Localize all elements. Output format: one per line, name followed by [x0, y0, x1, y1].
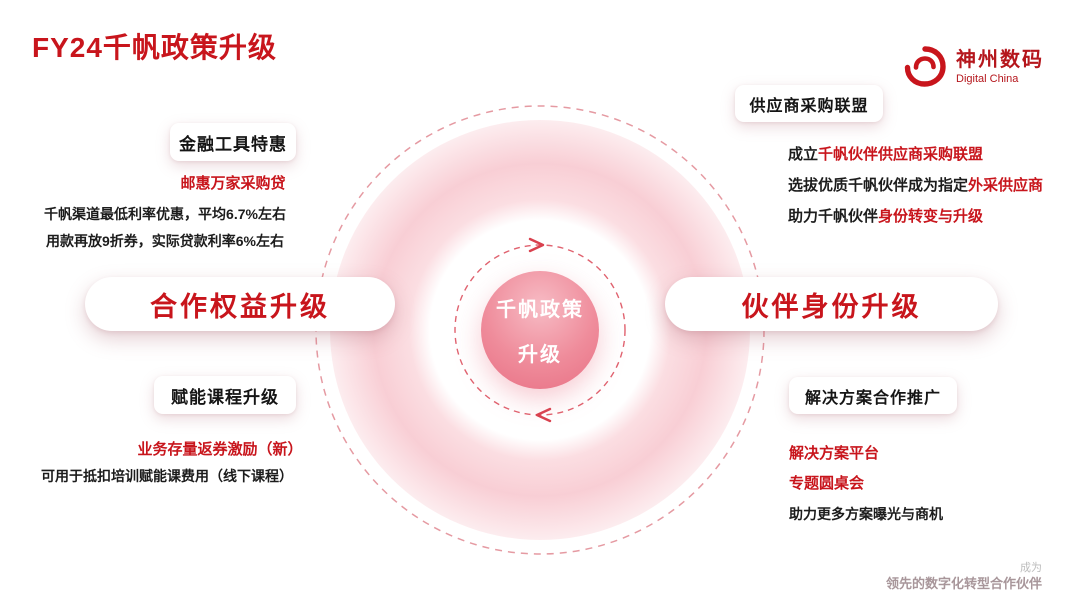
footer-line-2: 领先的数字化转型合作伙伴 — [885, 576, 1042, 592]
finance-line-1: 千帆渠道最低利率优惠，平均6.7%左右 — [44, 206, 286, 222]
logo-name-en: Digital China — [956, 72, 1019, 85]
card-right-heading: 伙伴身份升级 — [665, 277, 998, 331]
solution-detail-lines: 解决方案平台 专题圆桌会 助力更多方案曝光与商机 — [789, 439, 943, 529]
footer-line-1: 成为 — [1020, 561, 1042, 574]
solution-line-1: 助力更多方案曝光与商机 — [789, 506, 943, 522]
solution-highlight-1: 解决方案平台 — [789, 445, 880, 462]
alliance-line-1: 成立千帆伙伴供应商采购联盟 — [788, 139, 1043, 170]
alliance-line-3-highlight: 身份转变与升级 — [878, 208, 984, 225]
center-line1: 千帆政策 — [496, 299, 584, 321]
logo-name-cn: 神州数码 — [956, 48, 1044, 71]
alliance-line-2-highlight: 外采供应商 — [968, 177, 1044, 194]
digital-china-logo-icon — [904, 46, 946, 87]
footer-slogan: 成为 领先的数字化转型合作伙伴 — [886, 561, 1042, 593]
course-highlight: 业务存量返券激励（新） — [137, 441, 303, 458]
alliance-line-2-prefix: 选拔优质千帆伙伴成为指定 — [788, 177, 969, 194]
alliance-line-3-prefix: 助力千帆伙伴 — [788, 208, 879, 225]
solution-highlight-2: 专题圆桌会 — [789, 475, 865, 492]
alliance-line-2: 选拔优质千帆伙伴成为指定外采供应商 — [788, 170, 1043, 201]
alliance-detail-lines: 成立千帆伙伴供应商采购联盟 选拔优质千帆伙伴成为指定外采供应商 助力千帆伙伴身份… — [788, 139, 1043, 232]
finance-detail-lines: 千帆渠道最低利率优惠，平均6.7%左右 用款再放9折券，实际贷款利率6%左右 — [26, 201, 304, 255]
card-finance-tools: 金融工具特惠 — [170, 123, 296, 161]
center-policy-circle: 千帆政策 升级 — [481, 271, 599, 389]
finance-highlight: 邮惠万家采购贷 — [180, 175, 286, 192]
page-title: FY24千帆政策升级 — [32, 32, 277, 63]
card-supplier-alliance: 供应商采购联盟 — [735, 85, 883, 122]
card-course-upgrade: 赋能课程升级 — [154, 376, 296, 414]
center-line2: 升级 — [518, 344, 562, 366]
alliance-line-1-prefix: 成立 — [788, 146, 819, 163]
digital-china-logo: 神州数码 Digital China — [902, 44, 1044, 90]
logo-text: 神州数码 Digital China — [956, 49, 1044, 85]
finance-line-2: 用款再放9折券，实际贷款利率6%左右 — [45, 233, 285, 249]
card-solution-promo: 解决方案合作推广 — [789, 377, 957, 414]
card-left-heading: 合作权益升级 — [85, 277, 395, 331]
alliance-line-3: 助力千帆伙伴身份转变与升级 — [788, 201, 1043, 232]
alliance-line-1-highlight: 千帆伙伴供应商采购联盟 — [818, 146, 984, 163]
course-line-1: 可用于抵扣培训赋能课费用（线下课程） — [41, 468, 293, 484]
